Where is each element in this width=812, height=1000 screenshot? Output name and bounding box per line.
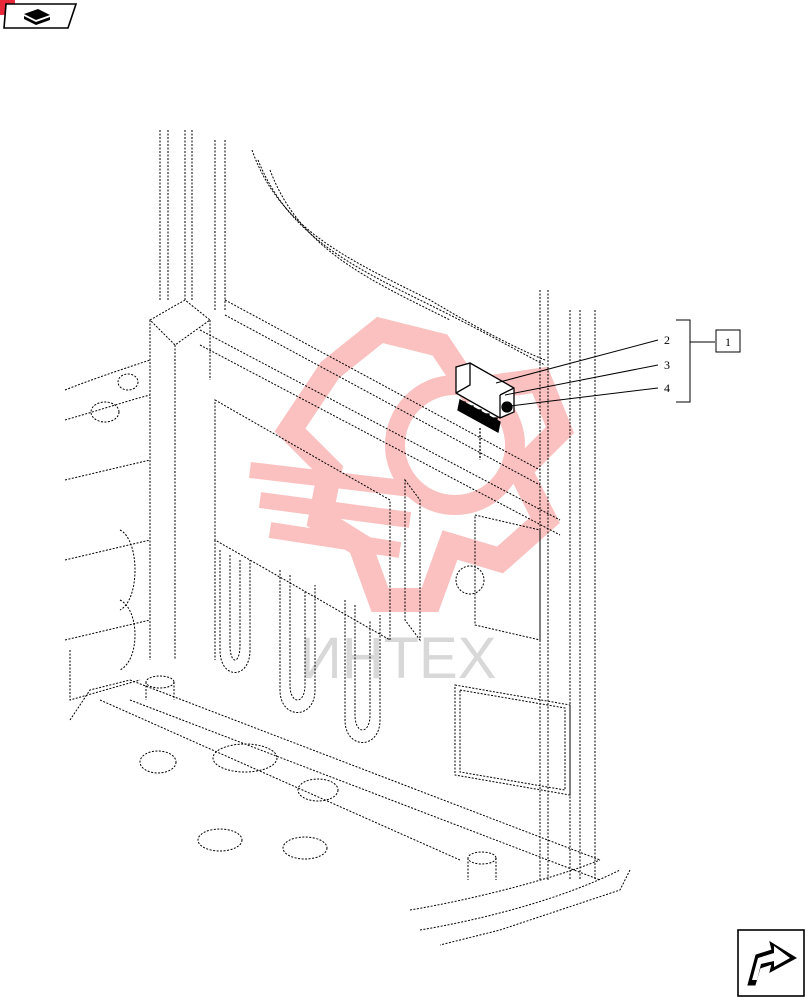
callout-item-2: 2 bbox=[664, 333, 670, 347]
navigation-arrow-icon[interactable] bbox=[737, 929, 805, 997]
connector-bracket-assembly[interactable] bbox=[455, 362, 515, 460]
callout-item-3: 3 bbox=[664, 358, 670, 372]
callout-item-4: 4 bbox=[664, 381, 670, 395]
terminal-block bbox=[457, 399, 501, 433]
section-header-tab[interactable] bbox=[0, 0, 78, 29]
group-reference-number: 1 bbox=[725, 335, 731, 349]
watermark-text: ИНТЕХ bbox=[300, 626, 496, 691]
section-book-icon bbox=[24, 9, 50, 25]
mounting-screw bbox=[501, 401, 513, 413]
group-reference-box[interactable]: 1 bbox=[715, 329, 741, 353]
cab-frame-drawing bbox=[64, 130, 631, 946]
callout-leaders bbox=[495, 319, 715, 407]
